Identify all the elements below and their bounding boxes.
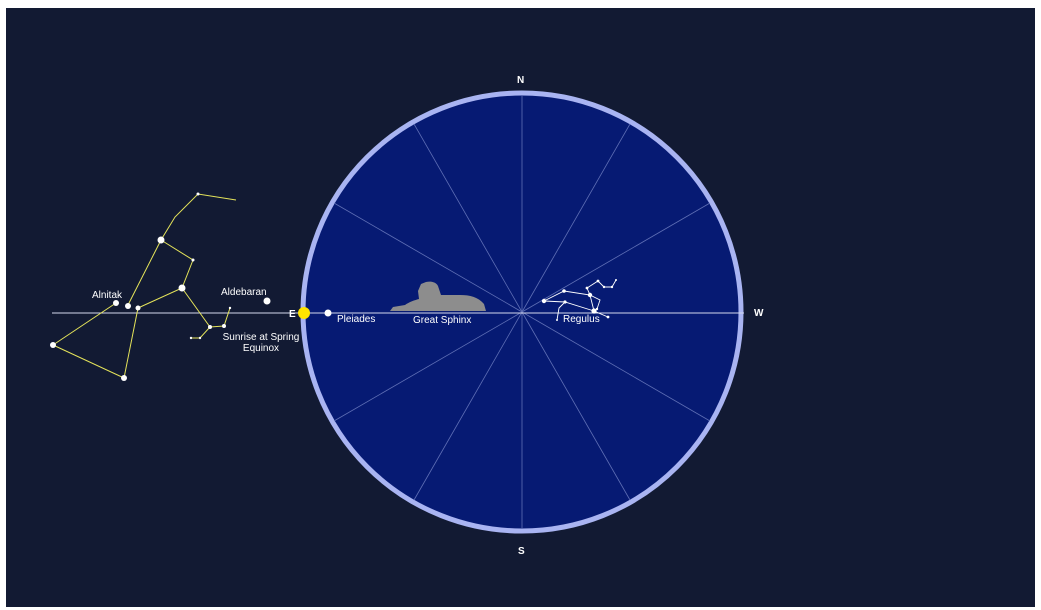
regulus-label: Regulus bbox=[563, 314, 600, 325]
star bbox=[121, 375, 127, 381]
orion-line bbox=[51, 302, 139, 379]
star bbox=[615, 279, 617, 281]
great-sphinx-label: Great Sphinx bbox=[413, 315, 471, 326]
aldebaran-star bbox=[263, 297, 271, 305]
sphinx-icon bbox=[390, 281, 486, 311]
orion-line bbox=[127, 239, 162, 306]
orion-stars bbox=[50, 192, 332, 381]
star bbox=[585, 286, 589, 290]
sunrise-label-line2: Equinox bbox=[243, 343, 279, 354]
spoke bbox=[333, 202, 523, 313]
spoke bbox=[333, 311, 523, 422]
alnitak-star bbox=[113, 300, 119, 306]
compass-spokes bbox=[333, 95, 711, 529]
orion-line bbox=[181, 287, 231, 328]
leo-line bbox=[556, 301, 566, 321]
star bbox=[198, 336, 202, 340]
compass-west-label: W bbox=[754, 308, 764, 319]
sunrise-label-line1: Sunrise at Spring bbox=[223, 332, 300, 343]
compass-north-label: N bbox=[517, 75, 524, 86]
star bbox=[222, 324, 226, 328]
spoke bbox=[413, 311, 523, 501]
leo-stars bbox=[541, 279, 617, 321]
pleiades-star bbox=[324, 309, 332, 317]
star bbox=[563, 300, 567, 304]
star bbox=[135, 305, 141, 311]
star bbox=[196, 192, 200, 196]
star bbox=[208, 325, 212, 329]
spoke bbox=[521, 202, 711, 313]
aldebaran-label: Aldebaran bbox=[221, 287, 267, 298]
spoke bbox=[521, 311, 631, 501]
star bbox=[606, 315, 610, 319]
star bbox=[189, 336, 193, 340]
star bbox=[125, 303, 131, 309]
spoke bbox=[413, 123, 523, 313]
star bbox=[556, 319, 558, 321]
star bbox=[50, 342, 56, 348]
alnitak-label: Alnitak bbox=[92, 290, 123, 301]
spoke bbox=[521, 123, 631, 313]
star bbox=[228, 306, 232, 310]
leo-line bbox=[589, 294, 601, 310]
pleiades-label: Pleiades bbox=[337, 314, 375, 325]
star bbox=[587, 292, 593, 298]
star bbox=[562, 289, 566, 293]
star bbox=[541, 298, 547, 304]
compass-south-label: S bbox=[518, 546, 525, 557]
star bbox=[610, 285, 614, 289]
star bbox=[191, 258, 195, 262]
regulus-star bbox=[591, 308, 597, 314]
star bbox=[178, 284, 186, 292]
star bbox=[595, 307, 599, 311]
star bbox=[602, 285, 606, 289]
sun-icon bbox=[298, 307, 310, 319]
star bbox=[596, 279, 600, 283]
star bbox=[157, 236, 165, 244]
compass-east-label: E bbox=[289, 309, 296, 320]
spoke bbox=[521, 311, 711, 422]
